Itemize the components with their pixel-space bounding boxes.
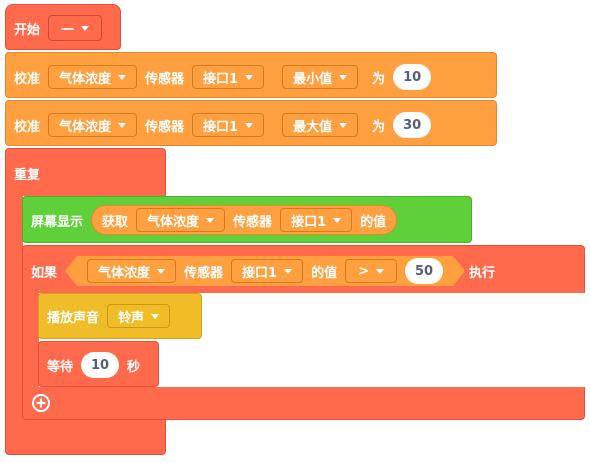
- condition-hexagon[interactable]: 气体浓度 传感器 接口1 的值 > 50: [65, 256, 466, 286]
- bound-dropdown[interactable]: 最小值: [282, 65, 359, 89]
- compare-value-input[interactable]: 50: [405, 258, 444, 284]
- calibrate-block-min[interactable]: 校准 气体浓度 传感器 接口1 最小值 为 10: [5, 52, 497, 98]
- bound-value: 最小值: [293, 71, 333, 87]
- if-label: 如果: [31, 265, 58, 281]
- operator-dropdown[interactable]: >: [345, 259, 398, 283]
- max-value-input[interactable]: 30: [393, 112, 432, 138]
- caret-down-icon: [339, 122, 348, 128]
- sensor-type-value: 气体浓度: [98, 265, 151, 281]
- seconds-unit: 秒: [127, 359, 141, 375]
- get-label: 获取: [102, 214, 129, 230]
- start-dropdown[interactable]: 一: [48, 15, 103, 41]
- value-suffix: 的值: [360, 214, 387, 230]
- sensor-type-dropdown[interactable]: 气体浓度: [48, 113, 138, 137]
- sensor-word: 传感器: [233, 214, 273, 230]
- calibrate-block-max[interactable]: 校准 气体浓度 传感器 接口1 最大值 为 30: [5, 100, 497, 146]
- port-value: 接口1: [291, 214, 327, 230]
- wait-label: 等待: [47, 359, 74, 375]
- sensor-type-dropdown[interactable]: 气体浓度: [87, 259, 177, 283]
- caret-down-icon: [206, 217, 215, 223]
- caret-down-icon: [333, 217, 342, 223]
- port-value: 接口1: [242, 265, 278, 281]
- port-dropdown[interactable]: 接口1: [231, 259, 304, 283]
- operator-value: >: [358, 263, 370, 279]
- if-block-bottom[interactable]: [22, 387, 585, 420]
- wait-seconds-input[interactable]: 10: [81, 352, 120, 378]
- sensor-word: 传感器: [184, 265, 224, 281]
- port-dropdown[interactable]: 接口1: [280, 208, 353, 232]
- sensor-type-value: 气体浓度: [147, 214, 200, 230]
- sensor-type-value: 气体浓度: [59, 119, 112, 135]
- plus-circle-icon[interactable]: [32, 394, 50, 412]
- sensor-word: 传感器: [145, 71, 185, 87]
- caret-down-icon: [284, 268, 293, 274]
- display-block[interactable]: 屏幕显示 获取 气体浓度 传感器 接口1 的值: [22, 196, 472, 243]
- caret-down-icon: [157, 268, 166, 274]
- sensor-type-dropdown[interactable]: 气体浓度: [136, 208, 226, 232]
- start-label: 开始: [14, 22, 41, 38]
- get-value-reporter[interactable]: 获取 气体浓度 传感器 接口1 的值: [91, 205, 398, 235]
- play-sound-label: 播放声音: [47, 310, 100, 326]
- value-suffix: 的值: [311, 265, 338, 281]
- as-word: 为: [372, 71, 386, 87]
- sensor-word: 传感器: [145, 119, 185, 135]
- hexagon-left-edge: [65, 256, 78, 286]
- bound-value: 最大值: [293, 119, 333, 135]
- sensor-type-value: 气体浓度: [59, 71, 112, 87]
- caret-down-icon: [376, 268, 385, 274]
- sensor-type-dropdown[interactable]: 气体浓度: [48, 65, 138, 89]
- port-dropdown[interactable]: 接口1: [192, 113, 265, 137]
- bound-dropdown[interactable]: 最大值: [282, 113, 359, 137]
- sound-dropdown[interactable]: 铃声: [107, 304, 171, 328]
- display-label: 屏幕显示: [31, 214, 84, 230]
- caret-down-icon: [245, 122, 254, 128]
- hexagon-right-edge: [453, 256, 466, 286]
- caret-down-icon: [118, 122, 127, 128]
- repeat-block-arm: [5, 195, 23, 420]
- sound-value: 铃声: [118, 310, 145, 326]
- if-block-arm: [22, 292, 39, 388]
- play-sound-block[interactable]: 播放声音 铃声: [38, 293, 202, 339]
- port-value: 接口1: [203, 71, 239, 87]
- calibrate-label: 校准: [14, 71, 41, 87]
- wait-block[interactable]: 等待 10 秒: [38, 341, 159, 387]
- as-word: 为: [372, 119, 386, 135]
- port-dropdown[interactable]: 接口1: [192, 65, 265, 89]
- repeat-block-bottom[interactable]: [5, 419, 166, 455]
- caret-down-icon: [118, 74, 127, 80]
- caret-down-icon: [245, 74, 254, 80]
- min-value-input[interactable]: 10: [393, 64, 432, 90]
- repeat-label: 重复: [14, 168, 41, 183]
- start-dropdown-value: 一: [61, 22, 75, 38]
- if-block-top[interactable]: 如果 气体浓度 传感器 接口1 的值 > 50 执行: [22, 245, 585, 293]
- caret-down-icon: [81, 25, 90, 31]
- port-value: 接口1: [203, 119, 239, 135]
- then-label: 执行: [469, 265, 496, 281]
- start-block[interactable]: 开始 一: [5, 4, 121, 50]
- caret-down-icon: [151, 313, 160, 319]
- calibrate-label: 校准: [14, 119, 41, 135]
- caret-down-icon: [339, 74, 348, 80]
- repeat-block-top[interactable]: 重复: [5, 148, 166, 196]
